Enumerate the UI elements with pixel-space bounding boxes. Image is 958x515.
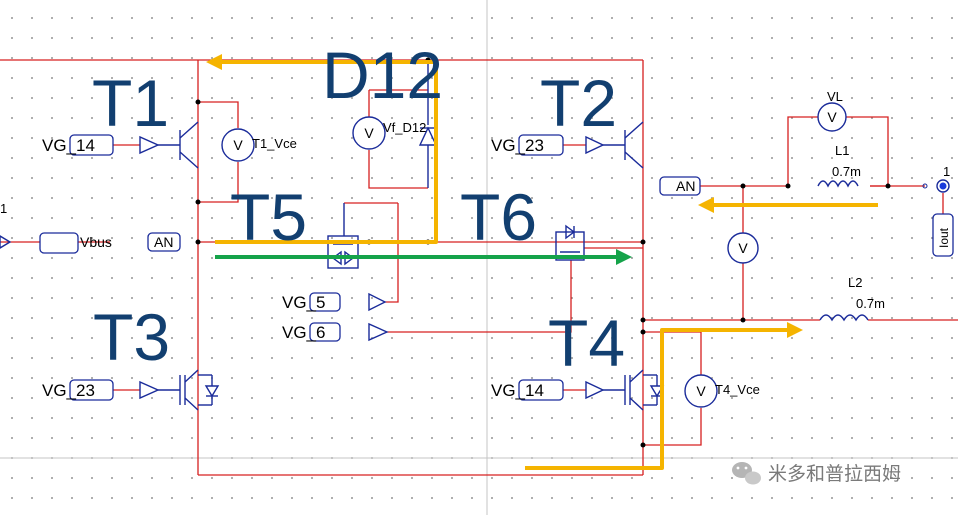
svg-text:V: V [738,240,748,256]
t5-gate-driver [368,292,387,312]
t3-gate-driver [139,380,160,400]
wechat-icon [732,462,761,485]
t4-gate-driver [585,380,605,400]
yellow-arrow-bottom [787,322,803,338]
left-node-label: 1 [0,201,7,216]
l2-value: 0.7m [856,296,885,311]
output-node [939,182,947,190]
t6-switch [555,224,585,261]
output-meter [727,232,759,264]
d12-diode [418,60,438,188]
svg-text:V: V [364,125,374,141]
t1-gate-driver [139,135,160,155]
l1-label: L1 [835,143,849,158]
d12-meter [352,116,386,150]
t1-vce-meter [221,128,255,162]
t5-gate-label: VG_5 [282,293,325,312]
vl-meter [817,102,847,132]
meter-letters: V V V V V [233,109,837,399]
t2-transistor [603,121,644,169]
t6-gate-label: VG_6 [282,323,325,342]
l2-label: L2 [848,275,862,290]
green-arrow [616,249,632,265]
tag-boxes [39,134,954,401]
t4-label: T4 [548,306,625,380]
iout-label: Iout [937,227,951,248]
yellow-arrow-top [206,54,222,70]
watermark: 米多和普拉西姆 [732,462,901,485]
svg-text:V: V [827,109,837,125]
yellow-arrow-right [698,197,714,213]
l1-inductor [817,180,859,188]
current-paths [206,54,878,470]
vl-label: VL [827,89,843,104]
t3-gate-label: VG_23 [42,381,95,400]
t6-gate-driver [368,322,389,342]
t3-label: T3 [93,300,170,374]
t2-gate-label: VG_23 [491,136,544,155]
yellow-path-bottom [525,328,788,470]
t4-vce-meter [684,374,718,408]
output-node-label: 1 [943,164,950,179]
tag-texts: VG_14 VG_23 VG_23 VG_14 VG_5 VG_6 Vbus A… [42,136,951,400]
t6-label: T6 [460,180,537,254]
svg-text:V: V [696,383,706,399]
watermark-text: 米多和普拉西姆 [768,463,901,485]
d12-label: D12 [322,38,443,112]
t3-igbt [179,369,220,411]
vf-d12-label: Vf_D12 [383,120,426,135]
big-labels: T1 T2 T3 T4 T5 T6 D12 [92,38,625,380]
t1-vce-label: T1_Vce [252,136,297,151]
t1-gate-label: VG_14 [42,136,95,155]
t1-transistor [158,121,199,169]
l1-value: 0.7m [832,164,861,179]
an-left-label: AN [154,234,173,250]
yellow-path-top [215,60,438,244]
t4-gate-label: VG_14 [491,381,544,400]
component-labels: T1_Vce Vf_D12 T4_Vce VL L1 0.7m L2 0.7m … [0,89,950,397]
t4-vce-label: T4_Vce [715,382,760,397]
t2-gate-driver [585,135,605,155]
t1-label: T1 [92,66,169,140]
components [0,60,950,411]
t4-igbt [624,369,665,411]
t5-label: T5 [230,180,307,254]
an-right-label: AN [676,178,695,194]
l2-inductor [819,314,869,322]
voltmeters [221,102,847,408]
svg-text:V: V [233,137,243,153]
vbus-label: Vbus [80,234,112,250]
t2-label: T2 [540,66,617,140]
